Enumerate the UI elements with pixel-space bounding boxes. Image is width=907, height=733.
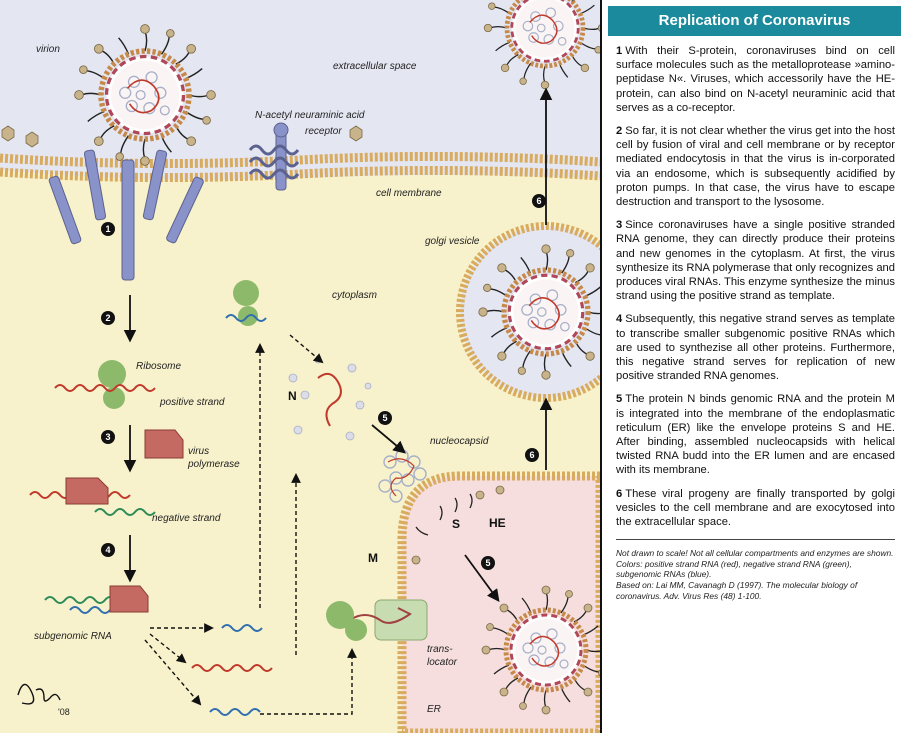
svg-text:6: 6 (529, 450, 534, 460)
label-receptor: receptor (305, 126, 342, 137)
step-marker-4: 4 (101, 543, 115, 557)
label-translocator-2: locator (427, 657, 458, 668)
label-translocator-1: trans- (427, 644, 453, 655)
label-extracellular-space: extracellular space (333, 61, 417, 72)
step-5-number: 5 (616, 393, 623, 406)
svg-text:2: 2 (105, 313, 110, 323)
footnote-disclaimer: Not drawn to scale! Not all cellular com… (616, 548, 894, 580)
label-n-protein: N (288, 389, 297, 403)
er-he-proteins-icon (411, 485, 505, 565)
nucleocapsid-rna (387, 458, 415, 497)
step-1-text: With their S-protein, coronaviruses bind… (616, 45, 895, 114)
panel-title: Replication of Coronavirus (608, 6, 901, 36)
step-marker-6a: 6 (532, 194, 546, 208)
step-marker-3: 3 (101, 430, 115, 444)
step-5-text: The protein N binds genomic RNA and the … (616, 393, 895, 477)
label-virion: virion (36, 44, 60, 55)
new-positive-genome (191, 664, 273, 672)
step-2-text: So far, it is not clear whether the viru… (616, 125, 895, 209)
label-cytoplasm: cytoplasm (332, 290, 377, 301)
step-6-text: These viral progeny are finally transpor… (616, 487, 895, 529)
svg-text:4: 4 (105, 545, 110, 555)
arrow-step-5-capsid (371, 424, 406, 454)
cell-membrane-top (0, 151, 600, 169)
label-subgenomic-rna: subgenomic RNA (34, 631, 112, 642)
extracellular-area (0, 0, 600, 180)
step-marker-6b: 6 (525, 448, 539, 462)
subgenomic-rna-copy-1 (221, 624, 263, 632)
er-s-proteins-icon (415, 493, 473, 536)
dashed-arrow-sub3 (144, 639, 202, 706)
dashed-arrow-m-protein (260, 648, 357, 715)
step-4-text: Subsequently, this negative strand serve… (616, 313, 895, 383)
negative-strand-rna (94, 508, 156, 516)
positive-strand-rna (54, 384, 156, 392)
label-he-protein: HE (489, 516, 506, 530)
label-neuraminic-acid: N-acetyl neuraminic acid (255, 110, 365, 121)
dashed-arrow-sub2 (149, 633, 187, 664)
label-virus-polymerase-1: virus (188, 446, 209, 457)
nascent-protein-icon (349, 607, 412, 624)
receptor-icon (48, 122, 289, 281)
signature-year: '08 (58, 707, 70, 717)
genomic-rna-free (317, 372, 342, 427)
neuraminic-acid-icon (1, 125, 363, 148)
step-6-number: 6 (616, 487, 623, 500)
receptor-coil-icon (248, 144, 300, 180)
label-virus-polymerase-2: polymerase (187, 459, 240, 470)
step-marker-2: 2 (101, 311, 115, 325)
virus-polymerase-icon (144, 429, 184, 459)
svg-text:6: 6 (536, 196, 541, 206)
polymerase-on-positive-icon (65, 477, 109, 505)
step-4-number: 4 (616, 313, 623, 326)
step-marker-1: 1 (101, 222, 115, 236)
svg-text:5: 5 (382, 413, 387, 423)
author-signature (17, 683, 61, 705)
label-nucleocapsid: nucleocapsid (430, 436, 489, 447)
step-3-number: 3 (616, 219, 623, 232)
replication-diagram: 1 2 3 4 5 5 6 6 virion extracellular spa… (0, 0, 600, 733)
label-s-protein: S (452, 517, 460, 531)
label-positive-strand: positive strand (159, 397, 225, 408)
ribosome-icon (98, 280, 367, 641)
step-marker-5b: 5 (481, 556, 495, 570)
footnotes: Not drawn to scale! Not all cellular com… (616, 539, 895, 601)
step-3-text: Since coronaviruses have a single positi… (616, 219, 895, 303)
step-2-number: 2 (616, 125, 623, 138)
step-1-number: 1 (616, 45, 623, 57)
svg-text:1: 1 (105, 224, 110, 234)
step-marker-5a: 5 (378, 411, 392, 425)
label-ribosome: Ribosome (136, 361, 181, 372)
translated-subgenomic-rna (225, 314, 267, 322)
polymerase-on-negative-icon (109, 585, 149, 613)
arrow-step-5-budding (464, 554, 500, 603)
subgenomic-rna-copy-2 (209, 708, 261, 716)
label-er: ER (427, 704, 441, 715)
label-negative-strand: negative strand (152, 513, 221, 524)
footnote-reference: Based on: Lai MM, Cavanagh D (1997). The… (616, 580, 858, 601)
label-cell-membrane: cell membrane (376, 188, 442, 199)
svg-text:5: 5 (485, 558, 490, 568)
subgenomic-rna (69, 606, 111, 614)
cell-membrane-bottom (0, 165, 600, 183)
label-m-protein: M (368, 551, 378, 565)
label-golgi-vesicle: golgi vesicle (425, 236, 480, 247)
svg-text:3: 3 (105, 432, 110, 442)
